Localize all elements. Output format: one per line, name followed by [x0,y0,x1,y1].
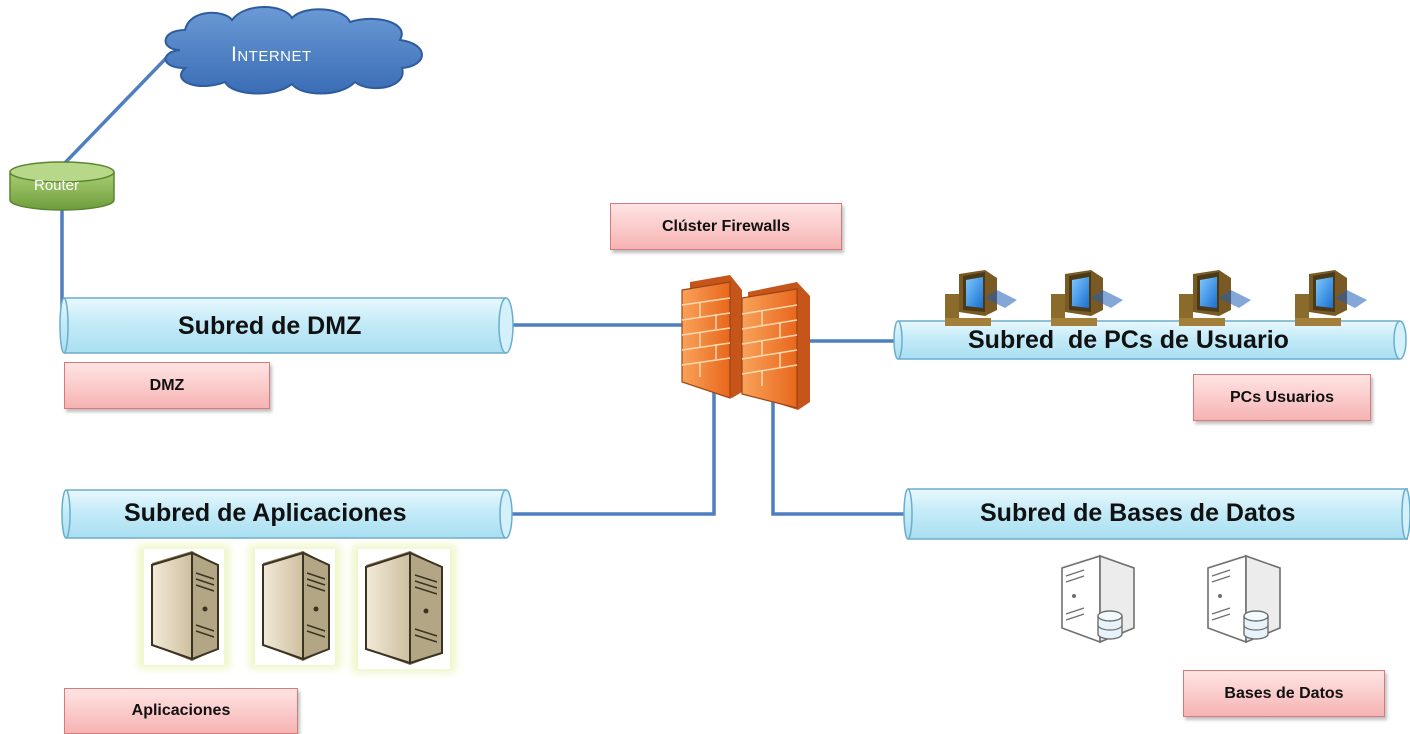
database-server-icon [1061,554,1135,644]
subnet-pipe-dbs [903,488,1410,540]
desktop-computer-icon [945,270,1017,326]
server-tower-icon [249,545,341,669]
pcs-label: PCs Usuarios [1193,374,1371,421]
subnet-pcs-title: Subred de PCs de Usuario [968,326,1289,354]
desktop-computer-icon [1179,270,1251,326]
subnet-dbs-title: Subred de Bases de Datos [980,499,1296,527]
server-tower-icon [352,545,456,673]
subnet-dmz-title: Subred de DMZ [178,312,362,340]
firewall-cluster-label: Clúster Firewalls [610,203,842,250]
subnet-pipe-dmz [59,297,514,354]
desktop-computer-icon [1295,270,1367,326]
links [58,50,908,516]
dbs-label: Bases de Datos [1183,670,1385,717]
brick-firewall-icon [681,275,810,410]
server-tower-icon [138,545,230,669]
link-firewall-dbs [771,398,908,516]
database-server-icon [1207,554,1281,644]
router-icon [9,161,115,211]
router-label: Router [34,177,80,194]
link-firewall-apps [510,388,716,516]
internet-label: Internet [231,43,312,66]
subnet-pipe-pcs [893,320,1407,360]
link-cloud-router [58,50,174,170]
desktop-computer-icon [1051,270,1123,326]
internet-cloud-icon [164,6,423,95]
subnet-apps-title: Subred de Aplicaciones [124,499,407,527]
subnet-pipe-apps [61,489,513,539]
dmz-label: DMZ [64,362,270,409]
apps-label: Aplicaciones [64,688,298,734]
